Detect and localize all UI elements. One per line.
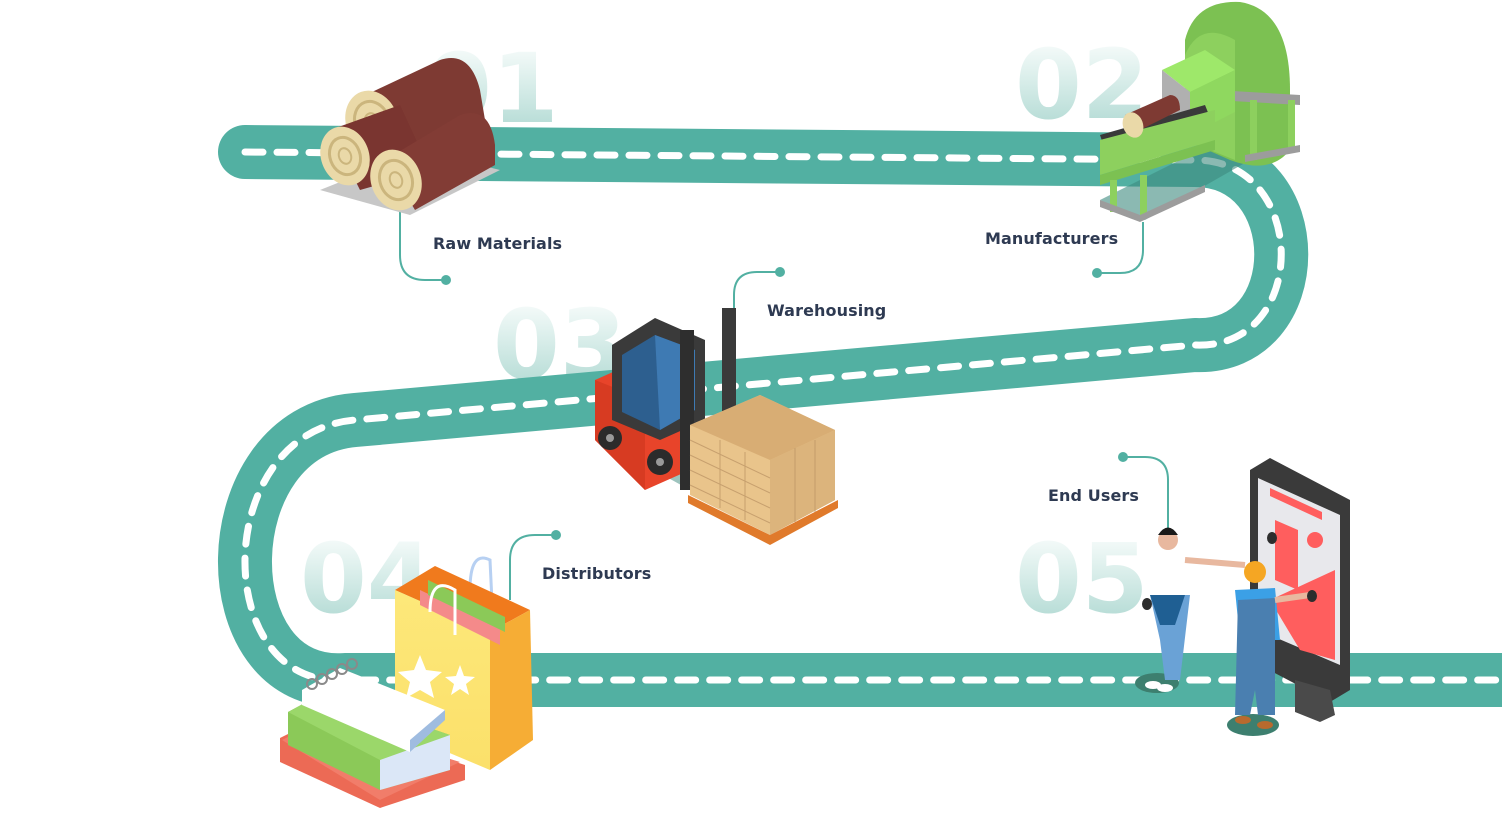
- connectors: [399, 205, 1169, 600]
- step-label-warehousing: Warehousing: [767, 301, 887, 320]
- connector-warehousing: [733, 271, 780, 310]
- road-center-dashes: [241, 148, 1502, 684]
- logs-icon: [320, 58, 500, 215]
- people-kiosk-icon: [1135, 458, 1350, 736]
- forklift-icon: [595, 308, 838, 545]
- road: [218, 125, 1502, 708]
- shopping-bag-books-icon: [280, 556, 533, 808]
- sawmill-machine-icon: [1100, 1, 1300, 222]
- connector-dot-distributors: [551, 530, 561, 540]
- connector-end-users: [1123, 456, 1169, 530]
- connector-dot-raw-materials: [441, 275, 451, 285]
- connector-manufacturers: [1097, 222, 1144, 274]
- connector-distributors: [509, 534, 556, 600]
- step-numbers: 01 02 03 04 05: [300, 29, 1149, 635]
- step-label-distributors: Distributors: [542, 564, 652, 583]
- connector-dot-manufacturers: [1092, 268, 1102, 278]
- step-label-raw-materials: Raw Materials: [433, 234, 563, 253]
- connector-dot-warehousing: [775, 267, 785, 277]
- step-label-manufacturers: Manufacturers: [985, 229, 1119, 248]
- connector-raw-materials: [399, 205, 446, 281]
- step-label-end-users: End Users: [1048, 486, 1140, 505]
- connector-dot-end-users: [1118, 452, 1128, 462]
- step-number-05: 05: [1015, 523, 1149, 635]
